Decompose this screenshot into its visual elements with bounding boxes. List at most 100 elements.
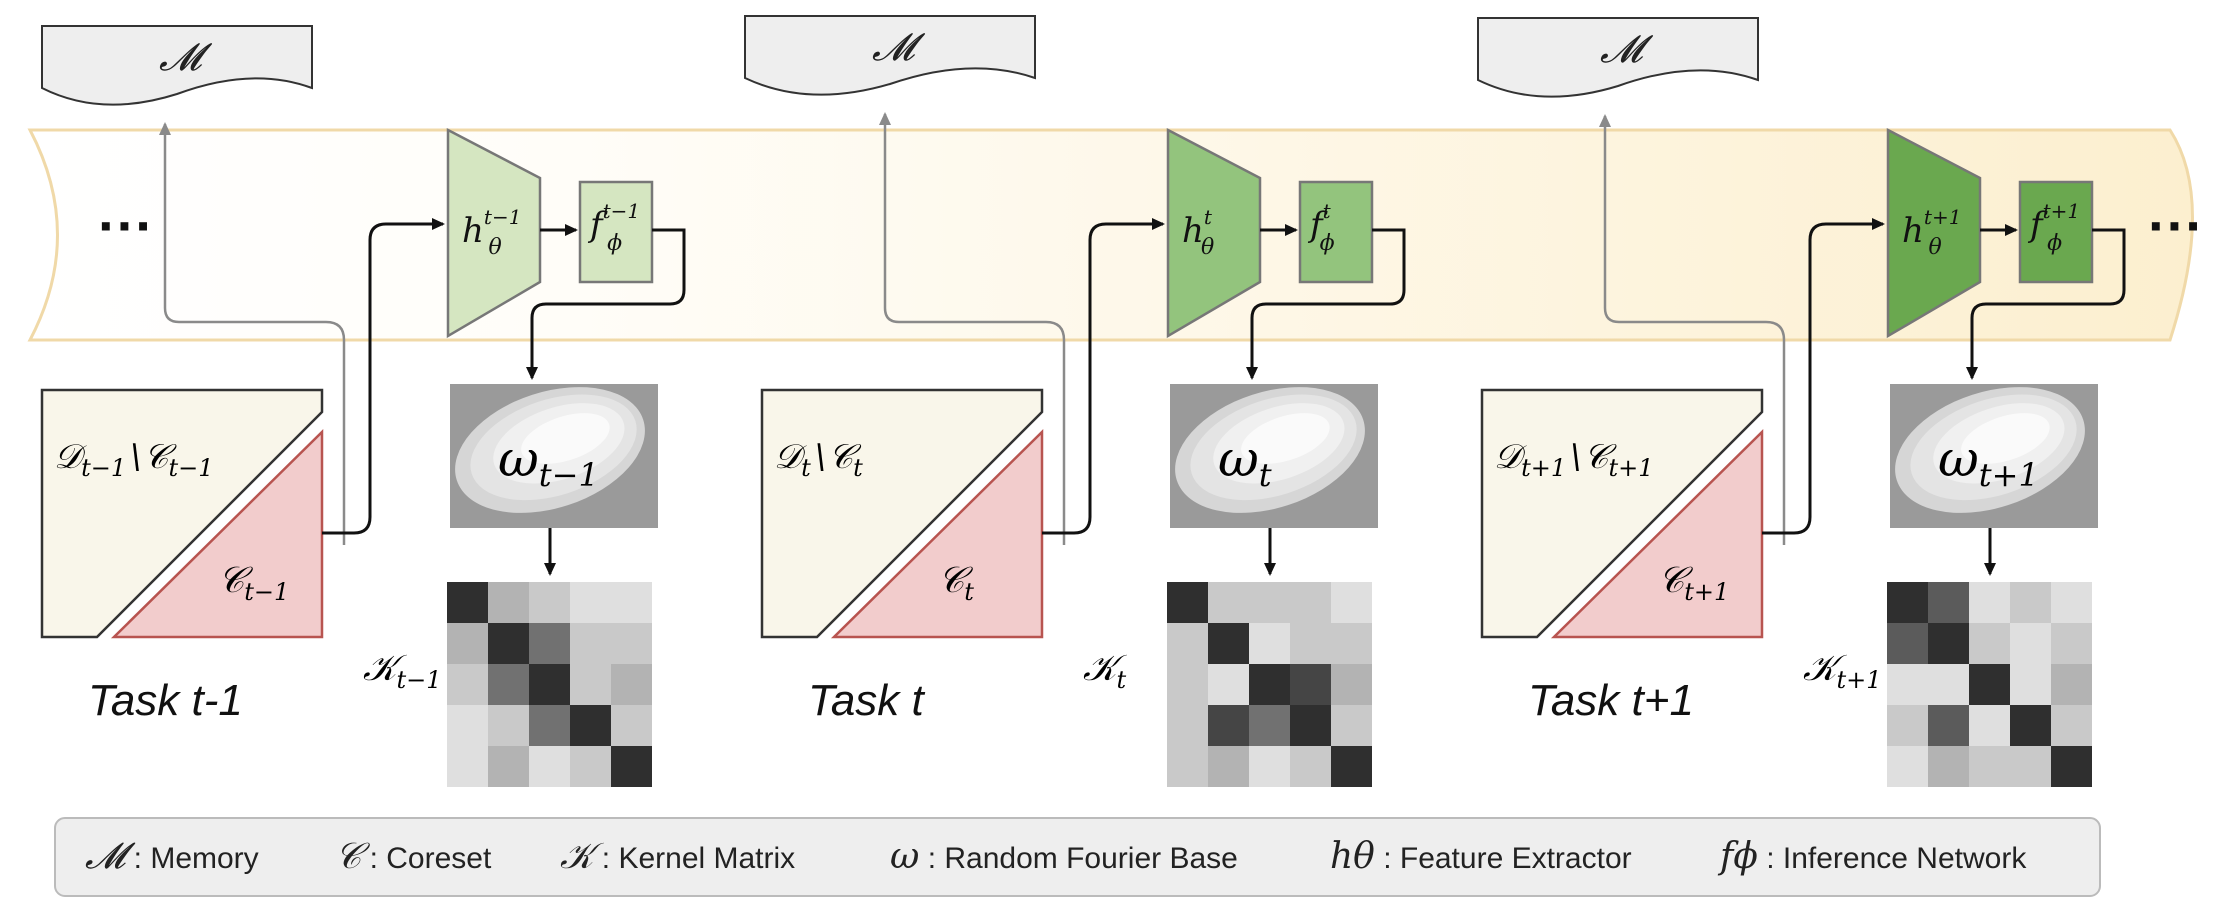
kernel-cell — [1969, 623, 2010, 664]
omega-label: ωt−1 — [498, 430, 599, 494]
arrow-to-memory — [879, 112, 1066, 545]
kernel-cell — [2051, 746, 2092, 787]
kernel-cell — [1208, 582, 1249, 623]
kernel-cell — [1928, 664, 1969, 705]
arrow-f-to-omega — [1966, 228, 2126, 380]
kernel-cell — [447, 664, 488, 705]
kernel-label: 𝒦t — [1083, 648, 1127, 694]
kernel-cell — [1208, 746, 1249, 787]
kernel-cell — [447, 746, 488, 787]
dataset-block — [1480, 388, 1764, 639]
dataset-label: 𝒟t+1\𝒞t+1 — [1494, 437, 1653, 482]
task-stream-band — [27, 128, 2194, 342]
kernel-cell — [1928, 705, 1969, 746]
kernel-cell — [611, 746, 652, 787]
omega-label: ωt — [1218, 430, 1272, 494]
feature-extractor-block — [1166, 127, 1262, 339]
legend-item: 𝒞 : Coreset — [335, 836, 492, 877]
kernel-cell — [1249, 582, 1290, 623]
kernel-cell — [570, 664, 611, 705]
kernel-cell — [1249, 664, 1290, 705]
kernel-matrix — [447, 582, 652, 787]
kernel-cell — [1887, 746, 1928, 787]
kernel-label: 𝒦t−1 — [363, 648, 441, 694]
kernel-cell — [1208, 664, 1249, 705]
kernel-cell — [1887, 582, 1928, 623]
task-label: Task t+1 — [1528, 676, 1694, 725]
kernel-cell — [1969, 705, 2010, 746]
kernel-cell — [1167, 582, 1208, 623]
kernel-cell — [1167, 705, 1208, 746]
kernel-cell — [488, 623, 529, 664]
kernel-cell — [1167, 623, 1208, 664]
arrow-to-feature-extractor — [1762, 218, 1885, 535]
arrow-to-feature-extractor — [1042, 218, 1165, 535]
kernel-cell — [529, 623, 570, 664]
kernel-cell — [570, 705, 611, 746]
dataset-label: 𝒟t−1\𝒞t−1 — [54, 437, 213, 482]
kernel-cell — [447, 582, 488, 623]
kernel-cell — [1249, 705, 1290, 746]
kernel-cell — [2051, 623, 2092, 664]
kernel-cell — [2010, 746, 2051, 787]
kernel-cell — [1290, 582, 1331, 623]
ellipsis-left: ··· — [98, 194, 154, 257]
legend: 𝓜 : Memory 𝒞 : Coreset 𝒦 : Kernel Matrix ω … — [85, 836, 2027, 877]
kernel-cell — [1887, 664, 1928, 705]
kernel-cell — [488, 582, 529, 623]
dataset-block — [760, 388, 1044, 639]
kernel-cell — [570, 623, 611, 664]
legend-item: ω : Random Fourier Base — [890, 836, 1238, 877]
legend-box — [54, 817, 2101, 897]
random-fourier-base-image — [1890, 384, 2098, 528]
arrow-f-to-omega — [1246, 228, 1406, 380]
kernel-cell — [447, 705, 488, 746]
arrow-to-memory — [159, 122, 346, 545]
kernel-cell — [488, 705, 529, 746]
inference-network-block — [578, 180, 654, 284]
kernel-cell — [570, 746, 611, 787]
memory-doc — [1477, 17, 1759, 98]
legend-item: hθ : Feature Extractor — [1330, 836, 1632, 877]
kernel-cell — [1969, 664, 2010, 705]
kernel-matrix — [1167, 582, 1372, 787]
random-fourier-base-image — [1170, 384, 1378, 528]
legend-item: fϕ : Inference Network — [1717, 836, 2027, 877]
kernel-cell — [2051, 664, 2092, 705]
kernel-cell — [1208, 623, 1249, 664]
feature-extractor-block — [1886, 127, 1982, 339]
arrow-to-memory — [1599, 114, 1786, 545]
kernel-cell — [529, 664, 570, 705]
coreset-label: 𝒞t — [938, 560, 974, 606]
kernel-cell — [1290, 746, 1331, 787]
legend-item: 𝒦 : Kernel Matrix — [560, 836, 795, 877]
kernel-cell — [1290, 664, 1331, 705]
kernel-cell — [1331, 623, 1372, 664]
kernel-cell — [529, 582, 570, 623]
arrow-to-feature-extractor — [322, 218, 445, 535]
random-fourier-base-image — [450, 384, 658, 528]
dataset-label: 𝒟t\𝒞t — [774, 437, 863, 482]
kernel-cell — [488, 664, 529, 705]
kernel-label: 𝒦t+1 — [1803, 648, 1881, 694]
legend-item: 𝓜 : Memory — [85, 836, 259, 877]
kernel-cell — [1249, 623, 1290, 664]
kernel-cell — [1331, 705, 1372, 746]
task-label: Task t — [808, 676, 926, 725]
kernel-cell — [1887, 705, 1928, 746]
omega-label: ωt+1 — [1938, 430, 2039, 494]
kernel-cell — [2010, 623, 2051, 664]
kernel-cell — [1928, 623, 1969, 664]
kernel-cell — [1167, 664, 1208, 705]
kernel-cell — [2010, 582, 2051, 623]
kernel-matrix — [1887, 582, 2092, 787]
kernel-cell — [1208, 705, 1249, 746]
kernel-cell — [611, 582, 652, 623]
